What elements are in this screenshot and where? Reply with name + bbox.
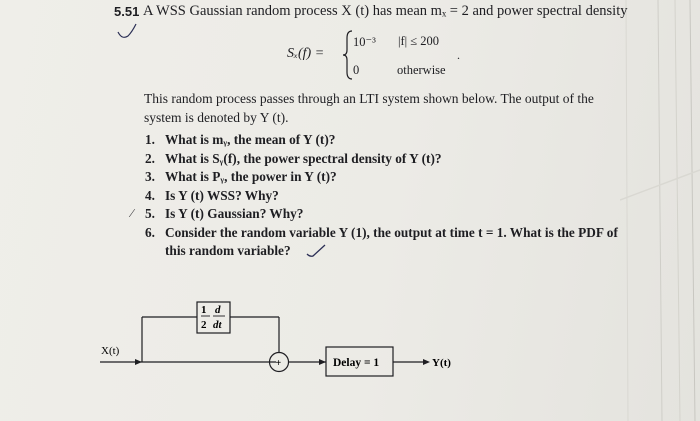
output-label: Y(t): [432, 357, 451, 369]
gain-denominator: 2: [201, 319, 207, 331]
deriv-denominator: dt: [213, 319, 223, 331]
deriv-numerator: d: [215, 304, 221, 316]
system-description: This random process passes through an LT…: [144, 91, 594, 125]
hand-drawn-check-mark: [117, 23, 137, 38]
problem-number: 5.51: [114, 4, 140, 19]
question-item: 2.What is Sᵧ(f), the power spectral dens…: [145, 150, 442, 166]
question-item: 4.Is Y (t) WSS? Why?: [145, 187, 279, 203]
question-item: 5.Is Y (t) Gaussian? Why?: [145, 206, 304, 221]
psd-case-1-value: 10⁻³: [353, 35, 376, 49]
psd-case-2-value: 0: [353, 63, 360, 77]
summer-symbol: +: [276, 358, 282, 369]
problem-statement: A WSS Gaussian random process X (t) has …: [143, 3, 628, 19]
delay-label: Delay = 1: [333, 357, 379, 369]
question-list: 1.What is mᵧ, the mean of Y (t)? 2.What …: [145, 131, 635, 261]
question-item: 3.What is Pᵧ, the power in Y (t)?: [145, 169, 337, 184]
psd-case-2-condition: otherwise: [397, 63, 446, 77]
summing-junction: [268, 351, 290, 373]
hand-tick-mark: ∕: [131, 206, 134, 220]
question-item: 1.What is mᵧ, the mean of Y (t)?: [145, 132, 336, 147]
question-item: 6.Consider the random variable Y (1), th…: [145, 224, 618, 259]
input-label: X(t): [101, 345, 120, 357]
hand-drawn-check-mark: [306, 244, 326, 257]
gain-numerator: 1: [201, 304, 207, 316]
page-edge-texture: [620, 0, 700, 421]
piecewise-brace: [343, 30, 353, 80]
psd-period: .: [457, 48, 460, 62]
psd-case-1-condition: |f| ≤ 200: [398, 34, 440, 48]
psd-label: Sₓ(f) =: [287, 46, 325, 61]
